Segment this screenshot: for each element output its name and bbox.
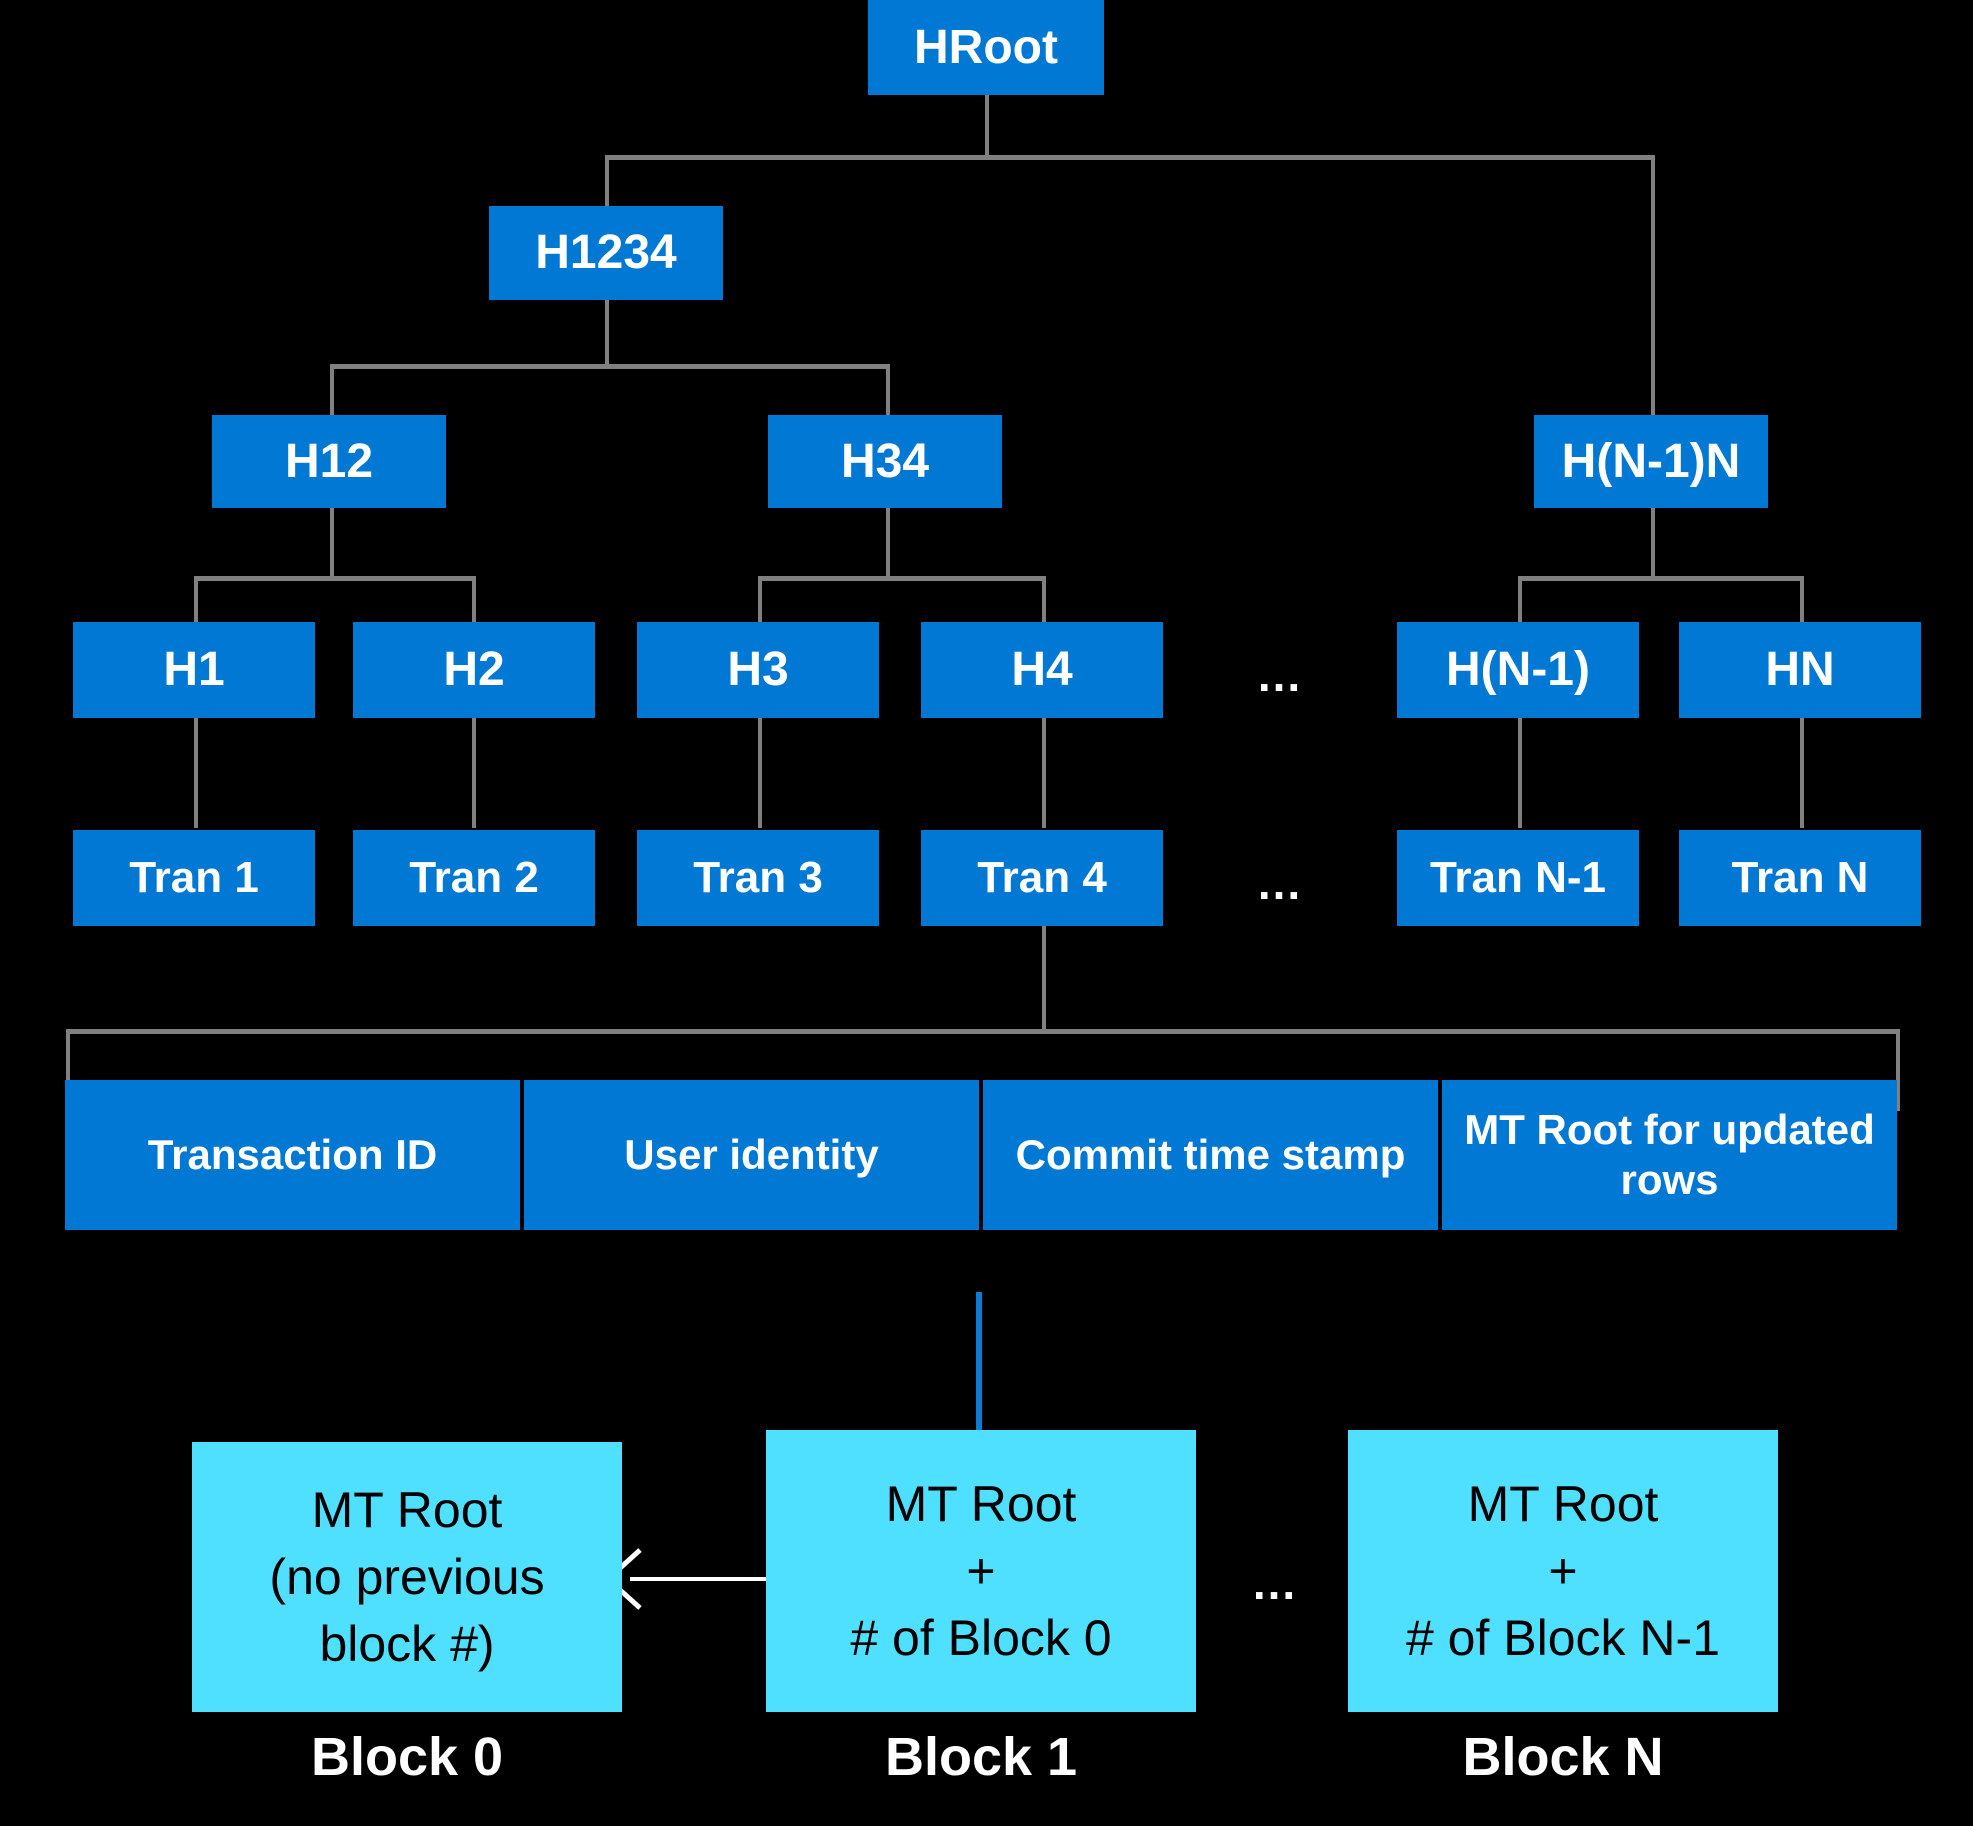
connector-h1-tran1 xyxy=(194,718,198,828)
merkle-node-hn-minus-1[interactable]: H(N-1) xyxy=(1397,622,1639,718)
merkle-node-hn-minus-1-label: H(N-1) xyxy=(1446,643,1590,697)
detail-cell-user-identity-label: User identity xyxy=(624,1131,879,1179)
merkle-node-h12-label: H12 xyxy=(284,434,374,488)
merkle-node-h4[interactable]: H4 xyxy=(921,622,1163,718)
block-node-n[interactable]: MT Root + # of Block N-1 xyxy=(1348,1430,1778,1712)
block-node-1-line-1: MT Root xyxy=(885,1475,1077,1532)
transaction-node-tran-2-label: Tran 2 xyxy=(409,853,539,903)
connector-hn-trann xyxy=(1800,718,1804,828)
connector-to-h2 xyxy=(472,576,476,624)
merkle-node-h4-label: H4 xyxy=(1011,643,1073,697)
connector-h2-tran2 xyxy=(472,718,476,828)
block-node-0-line-1: MT Root xyxy=(311,1481,503,1538)
connector-to-h12 xyxy=(330,364,334,418)
merkle-node-h1[interactable]: H1 xyxy=(73,622,315,718)
connector-tran4-bracket-stem xyxy=(1042,925,1046,1033)
detail-cell-commit-time-stamp[interactable]: Commit time stamp xyxy=(983,1080,1438,1230)
block-link-arrow-line xyxy=(630,1577,766,1581)
block-node-n-line-3: # of Block N-1 xyxy=(1405,1609,1720,1666)
merkle-node-h1-label: H1 xyxy=(163,643,225,697)
merkle-node-hn1n[interactable]: H(N-1)N xyxy=(1534,415,1768,508)
connector-to-hn xyxy=(1800,576,1804,624)
merkle-node-h3-label: H3 xyxy=(727,643,789,697)
transaction-node-tran-n-minus-1[interactable]: Tran N-1 xyxy=(1397,830,1639,926)
merkle-node-h3[interactable]: H3 xyxy=(637,622,879,718)
block-caption-0: Block 0 xyxy=(310,1727,504,1787)
connector-hroot-stem xyxy=(985,95,989,157)
merkle-node-hn[interactable]: HN xyxy=(1679,622,1921,718)
detail-cell-user-identity[interactable]: User identity xyxy=(524,1080,979,1230)
merkle-node-h1234[interactable]: H1234 xyxy=(489,206,723,300)
connector-h1234-stem xyxy=(605,300,609,368)
block-caption-1: Block 1 xyxy=(884,1727,1078,1787)
block-node-0-line-3: block #) xyxy=(319,1615,495,1672)
transaction-node-tran-4-label: Tran 4 xyxy=(977,853,1107,903)
merkle-node-hn1n-label: H(N-1)N xyxy=(1561,434,1741,488)
transaction-node-tran-3[interactable]: Tran 3 xyxy=(637,830,879,926)
connector-hn1n-stem xyxy=(1651,508,1655,580)
connector-h34-stem xyxy=(886,508,890,580)
block-node-1-line-2: + xyxy=(966,1542,996,1599)
connector-to-h34 xyxy=(886,364,890,418)
connector-to-h1234 xyxy=(605,155,609,208)
connector-h34-bus xyxy=(758,576,1046,581)
merkle-node-hn-label: HN xyxy=(1765,643,1835,697)
connector-hn1n-bus xyxy=(1518,576,1804,581)
transaction-node-tran-n[interactable]: Tran N xyxy=(1679,830,1921,926)
connector-detail-bracket-left xyxy=(66,1029,70,1111)
hash-row-ellipsis: ... xyxy=(1257,649,1303,701)
connector-detail-to-block1 xyxy=(976,1292,982,1442)
transaction-node-tran-2[interactable]: Tran 2 xyxy=(353,830,595,926)
connector-h4-tran4 xyxy=(1042,718,1046,828)
block-caption-n: Block N xyxy=(1462,1727,1664,1787)
connector-detail-bracket-right xyxy=(1896,1029,1900,1111)
detail-cell-transaction-id[interactable]: Transaction ID xyxy=(65,1080,520,1230)
connector-to-hn-1 xyxy=(1518,576,1522,624)
merkle-node-h12[interactable]: H12 xyxy=(212,415,446,508)
transaction-node-tran-3-label: Tran 3 xyxy=(693,853,823,903)
detail-cell-mt-root-updated-rows[interactable]: MT Root for updated rows xyxy=(1442,1080,1897,1230)
transaction-node-tran-1[interactable]: Tran 1 xyxy=(73,830,315,926)
detail-cell-transaction-id-label: Transaction ID xyxy=(147,1131,438,1179)
detail-cell-commit-time-stamp-label: Commit time stamp xyxy=(1015,1131,1406,1179)
connector-h3-tran3 xyxy=(758,718,762,828)
connector-to-h1 xyxy=(194,576,198,624)
merkle-node-h2[interactable]: H2 xyxy=(353,622,595,718)
transaction-node-tran-1-label: Tran 1 xyxy=(129,853,259,903)
merkle-node-h34-label: H34 xyxy=(840,434,930,488)
transaction-node-tran-n-minus-1-label: Tran N-1 xyxy=(1429,853,1607,903)
block-row-ellipsis: ... xyxy=(1252,1557,1298,1609)
connector-h12-stem xyxy=(330,508,334,580)
connector-to-h4 xyxy=(1042,576,1046,624)
merkle-node-hroot[interactable]: HRoot xyxy=(868,0,1104,95)
detail-cell-mt-root-updated-rows-label: MT Root for updated rows xyxy=(1464,1106,1875,1203)
connector-to-h3 xyxy=(758,576,762,624)
block-node-1-line-3: # of Block 0 xyxy=(850,1609,1112,1666)
connector-h1234-bus xyxy=(330,364,890,369)
merkle-node-h1234-label: H1234 xyxy=(535,226,677,280)
connector-hn-1-trann-1 xyxy=(1518,718,1522,828)
block-node-1[interactable]: MT Root + # of Block 0 xyxy=(766,1430,1196,1712)
connector-detail-bracket-top xyxy=(66,1029,1900,1034)
connector-hroot-bus xyxy=(605,155,1655,160)
connector-to-hn1n xyxy=(1651,155,1655,417)
block-node-0[interactable]: MT Root (no previous block #) xyxy=(192,1442,622,1712)
block-node-n-line-1: MT Root xyxy=(1467,1475,1659,1532)
block-node-n-line-2: + xyxy=(1548,1542,1578,1599)
connector-h12-bus xyxy=(194,576,476,581)
transaction-row-ellipsis: ... xyxy=(1257,857,1303,909)
transaction-node-tran-n-label: Tran N xyxy=(1731,853,1869,903)
merkle-node-hroot-label: HRoot xyxy=(914,20,1058,74)
transaction-node-tran-4[interactable]: Tran 4 xyxy=(921,830,1163,926)
merkle-node-h2-label: H2 xyxy=(443,643,505,697)
block-node-0-line-2: (no previous xyxy=(269,1548,545,1605)
merkle-node-h34[interactable]: H34 xyxy=(768,415,1002,508)
